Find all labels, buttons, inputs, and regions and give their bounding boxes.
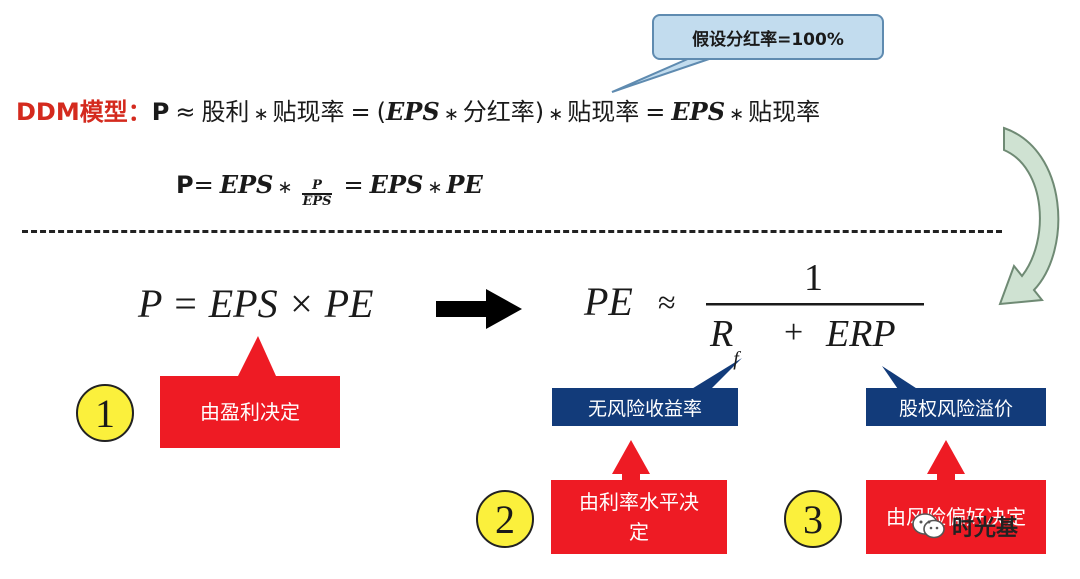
- equals-symbol: =: [350, 98, 371, 126]
- riskfree-label: 无风险收益率: [587, 397, 702, 420]
- fraction-denominator: EPS: [302, 193, 332, 209]
- riskfree-rate-box: 无风险收益率: [552, 388, 738, 426]
- risk-pref-label: 由风险偏好决定: [886, 505, 1026, 529]
- eps-term: EPS: [386, 97, 440, 126]
- riskfree-tail: [690, 358, 742, 390]
- up-arrow-icon: [612, 440, 650, 474]
- callout-tail: [611, 57, 713, 93]
- discount-term: 贴现率: [272, 98, 345, 126]
- dividend-term: 股利: [201, 98, 250, 126]
- watermark: 时光基: [912, 510, 1018, 542]
- discount-term: 贴现率: [748, 98, 821, 126]
- eps-term: EPS: [671, 97, 726, 126]
- erp-symbol: ERP: [826, 313, 896, 355]
- multiply-symbol: ∗: [443, 104, 459, 125]
- ddm-formula-row: DDM模型： P ≈ 股利 ∗ 贴现率 = ( EPS ∗ 分红率 ) ∗ 贴现…: [16, 92, 820, 127]
- multiply-symbol: ∗: [427, 177, 443, 198]
- equals-symbol: =: [193, 171, 214, 199]
- curved-arrow-icon: [998, 126, 1060, 306]
- multiply-symbol: ∗: [253, 104, 269, 125]
- watermark-text: 时光基: [952, 516, 1019, 541]
- lparen: (: [376, 98, 387, 126]
- fraction-bar: [706, 303, 924, 306]
- approx-symbol: ≈: [658, 284, 676, 320]
- rf-symbol: Rf: [710, 312, 739, 370]
- equity-premium-box: 股权风险溢价: [866, 388, 1046, 426]
- pe-term: PE: [446, 170, 483, 199]
- risk-pref-determined-box: 由风险偏好决定: [866, 480, 1046, 554]
- multiply-symbol: ∗: [729, 104, 745, 125]
- wechat-icon: [912, 513, 945, 539]
- earnings-determined-box: 由盈利决定: [160, 376, 340, 448]
- fraction-numerator: 1: [804, 257, 823, 299]
- eps-term: EPS: [369, 170, 424, 199]
- rf-subscript: f: [733, 347, 739, 370]
- eps-term: EPS: [219, 170, 274, 199]
- price-symbol: P: [176, 171, 194, 199]
- equals-symbol: =: [645, 98, 666, 126]
- number-circle-1: 1: [76, 384, 134, 442]
- right-arrow-icon: [436, 289, 522, 329]
- payout-term: 分红率: [462, 98, 535, 126]
- equals-symbol: =: [343, 171, 364, 199]
- pe-symbol: PE: [584, 279, 633, 324]
- dashed-divider: [22, 230, 1002, 233]
- rf-letter: R: [710, 313, 734, 355]
- multiply-symbol: ∗: [548, 104, 564, 125]
- interest-determined-box: 由利率水平决定: [551, 480, 727, 554]
- equity-premium-label: 股权风险溢价: [898, 397, 1013, 420]
- discount-term: 贴现率: [567, 98, 640, 126]
- earnings-label: 由盈利决定: [200, 400, 300, 424]
- price-symbol: P: [151, 98, 170, 126]
- fraction-numerator: P: [312, 178, 322, 193]
- erp-tail: [882, 366, 922, 392]
- approx-symbol: ≈: [175, 98, 196, 126]
- payout-assumption-callout: 假设分红率=100%: [652, 14, 884, 60]
- number-circle-3: 3: [784, 490, 842, 548]
- p-over-eps-fraction: P EPS: [302, 178, 332, 209]
- fraction-line: [302, 193, 332, 195]
- rparen: ): [534, 98, 545, 126]
- interest-label: 由利率水平决定: [579, 490, 699, 544]
- callout-text: 假设分红率=100%: [692, 29, 844, 50]
- up-arrow-icon: [927, 440, 965, 474]
- ddm-label: DDM模型：: [16, 98, 152, 126]
- pe-derivation-row: P = EPS ∗ P EPS = EPS ∗ PE: [176, 170, 483, 213]
- multiply-symbol: ∗: [277, 177, 293, 198]
- number-circle-2: 2: [476, 490, 534, 548]
- plus-symbol: +: [784, 314, 804, 351]
- price-formula: P = EPS × PE: [138, 281, 374, 326]
